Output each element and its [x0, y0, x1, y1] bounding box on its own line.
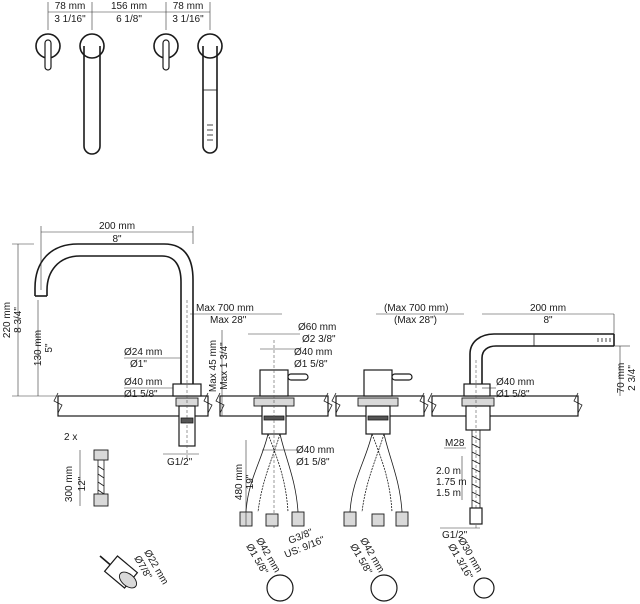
spout-side-view: 200 mm 8" 220 mm 8 3/4" 130 mm 5" Ø24 mm… — [2, 221, 202, 468]
nut-dia-mm: Ø40 mm — [296, 445, 334, 456]
body-dia-mm: Ø40 mm — [294, 347, 332, 358]
hs-thread: G1/2" — [442, 530, 468, 541]
cap — [473, 577, 495, 599]
hand-shower-side-view: 200 mm 8" 70 mm 2 3/4" Ø40 mm Ø1 5/8" M2… — [436, 303, 638, 541]
hs-nut: M28 — [445, 438, 465, 449]
ext-qty: 2 x — [64, 432, 77, 443]
rosette-dia-mm: Ø60 mm — [298, 322, 336, 333]
max-deck-in: Max 1 3/4" — [219, 342, 230, 390]
top-dim-center-in: 6 1/8" — [116, 14, 142, 25]
valve-left: Ø60 mm Ø2 3/8" Ø40 mm Ø1 5/8" Ø40 mm Ø1 … — [234, 322, 336, 561]
spout-outlet-height-in: 5" — [44, 343, 55, 353]
hs-reach-mm: 200 mm — [530, 303, 566, 314]
top-view: 78 mm 3 1/16" 156 mm 6 1/8" 78 mm 3 1/16… — [35, 1, 223, 155]
spout-height-in: 8 3/4" — [13, 307, 24, 333]
spout-reach-in: 8" — [112, 234, 122, 245]
top-dim-right-in: 3 1/16" — [172, 14, 204, 25]
hs-hose-2: 2.0 m — [436, 466, 461, 477]
accessories: Ø22 mm Ø7/8" Ø42 mm Ø1 5/8" Ø42 mm Ø1 5/… — [99, 536, 495, 602]
max-span-in: Max 28" — [210, 315, 247, 326]
hs-hose-175: 1.75 m — [436, 477, 467, 488]
spout-base-dia-in: Ø1 5/8" — [124, 389, 158, 400]
knob-1 — [266, 574, 294, 602]
extension-piece: 2 x 300 mm 12" — [64, 432, 109, 507]
hs-base-dia-mm: Ø40 mm — [496, 377, 534, 388]
max-deck-mm: Max 45 mm — [208, 340, 219, 392]
top-spout — [83, 46, 101, 155]
knob-2 — [370, 574, 398, 602]
spout-reach-mm: 200 mm — [99, 221, 135, 232]
spout-dia-in: Ø1" — [130, 359, 147, 370]
top-dim-center-mm: 156 mm — [111, 1, 147, 12]
top-dim-left-in: 3 1/16" — [54, 14, 86, 25]
spout-height-mm: 220 mm — [2, 302, 13, 338]
nut-dia-in: Ø1 5/8" — [296, 457, 330, 468]
deck-dimensions: Max 700 mm Max 28" Max 45 mm Max 1 3/4" … — [190, 303, 464, 416]
hs-height-in: 2 3/4" — [627, 365, 638, 391]
ext-len-mm: 300 mm — [64, 466, 75, 502]
hs-base-dia-in: Ø1 5/8" — [496, 389, 530, 400]
top-dim-left-mm: 78 mm — [55, 1, 86, 12]
spout-outlet-height-mm: 130 mm — [33, 330, 44, 366]
spout-dia-mm: Ø24 mm — [124, 347, 162, 358]
max-span-paren-in: (Max 28") — [394, 315, 437, 326]
hs-height-mm: 70 mm — [616, 363, 627, 394]
spout-base-dia-mm: Ø40 mm — [124, 377, 162, 388]
spout-thread: G1/2" — [167, 457, 193, 468]
valve-right — [343, 369, 413, 527]
hose-len-in: 19" — [245, 474, 256, 489]
hs-reach-in: 8" — [543, 315, 553, 326]
top-spout-base — [79, 33, 105, 59]
top-hand-shower-base — [197, 33, 223, 59]
top-hand-shower — [202, 46, 218, 154]
hole-saw-icon — [99, 555, 139, 589]
ext-len-in: 12" — [77, 476, 88, 491]
max-span-mm: Max 700 mm — [196, 303, 254, 314]
hs-hose-15: 1.5 m — [436, 488, 461, 499]
deck-segment-1 — [57, 395, 209, 417]
hose-len-mm: 480 mm — [234, 464, 245, 500]
body-dia-in: Ø1 5/8" — [294, 359, 328, 370]
top-dim-right-mm: 78 mm — [173, 1, 204, 12]
rosette-dia-in: Ø2 3/8" — [302, 334, 336, 345]
max-span-paren-mm: (Max 700 mm) — [384, 303, 448, 314]
